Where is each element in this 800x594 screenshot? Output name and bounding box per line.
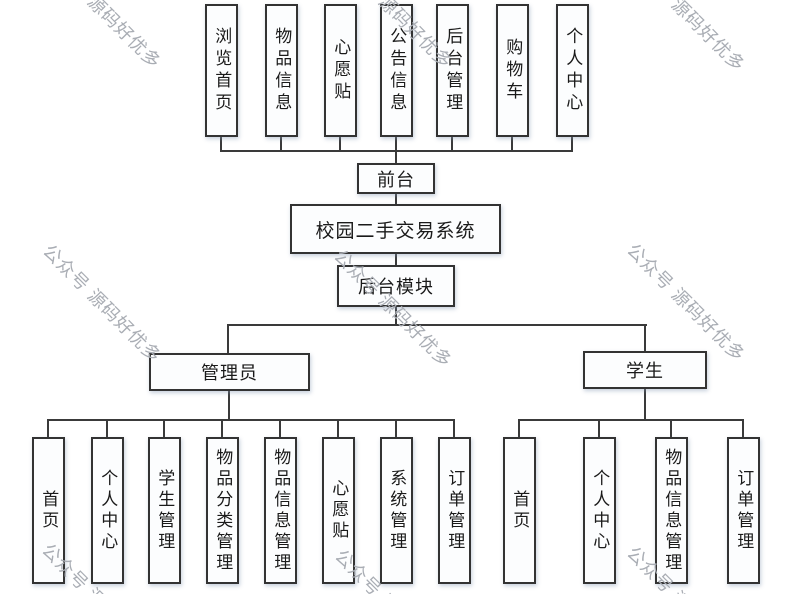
- node-admin: 管理员: [149, 353, 310, 391]
- node-label: 系统管理: [387, 468, 407, 553]
- connector-line: [228, 391, 230, 420]
- node-admin-student-manage: 学生管理: [148, 437, 181, 584]
- node-front-desk: 前台: [357, 163, 435, 194]
- connector-line: [280, 137, 282, 151]
- node-student-personal-center: 个人中心: [583, 437, 616, 584]
- node-label: 心愿贴: [329, 479, 349, 542]
- node-label: 学生: [626, 361, 664, 381]
- connector-line: [220, 137, 222, 151]
- watermark: 公众号 源码好优多: [39, 0, 165, 73]
- connector-line: [106, 419, 108, 438]
- node-label: 个人中心: [98, 468, 118, 553]
- node-backend-manage: 后台管理: [436, 4, 469, 137]
- connector-line: [742, 419, 744, 438]
- connector-line: [511, 137, 513, 151]
- connector-line: [395, 137, 397, 151]
- node-admin-home: 首页: [32, 437, 65, 584]
- connector-line: [395, 150, 397, 163]
- node-label: 管理员: [201, 363, 258, 383]
- watermark: 公众号 源码好优多: [39, 240, 165, 367]
- node-admin-item-category-manage: 物品分类管理: [206, 437, 239, 584]
- node-label: 公告信息: [387, 26, 407, 115]
- node-label: 后台管理: [443, 26, 463, 115]
- watermark: 公众号 源码好优多: [330, 245, 456, 372]
- connector-line: [395, 307, 397, 326]
- connector-line: [451, 137, 453, 151]
- connector-line: [227, 324, 229, 353]
- node-admin-item-info-manage: 物品信息管理: [264, 437, 297, 584]
- node-label: 物品分类管理: [213, 447, 233, 574]
- node-label: 后台模块: [358, 277, 434, 297]
- node-admin-personal-center: 个人中心: [91, 437, 124, 584]
- node-label: 前台: [377, 169, 415, 190]
- node-label: 物品信息管理: [662, 447, 682, 574]
- node-label: 物品信息管理: [271, 447, 291, 574]
- node-admin-order-manage: 订单管理: [438, 437, 471, 584]
- connector-line: [571, 137, 573, 151]
- connector-line: [47, 419, 49, 438]
- node-announcement-info: 公告信息: [380, 4, 413, 137]
- watermark: 公众号 源码好优多: [623, 0, 749, 76]
- connector-line: [518, 419, 520, 438]
- node-label: 首页: [39, 489, 59, 532]
- connector-line: [279, 419, 281, 438]
- node-student: 学生: [583, 351, 707, 389]
- connector-line: [227, 324, 647, 326]
- node-label: 物品信息: [272, 26, 292, 115]
- connector-line: [453, 419, 455, 438]
- node-label: 首页: [510, 489, 530, 532]
- node-label: 校园二手交易系统: [315, 220, 476, 242]
- node-item-info: 物品信息: [265, 4, 298, 137]
- node-label: 浏览首页: [212, 26, 232, 115]
- connector-line: [670, 419, 672, 438]
- node-student-order-manage: 订单管理: [727, 437, 760, 584]
- connector-line: [644, 389, 646, 420]
- node-label: 订单管理: [734, 468, 754, 553]
- node-shopping-cart: 购物车: [496, 4, 529, 137]
- watermark: 公众号 源码好优多: [623, 239, 749, 366]
- node-admin-wish-post: 心愿贴: [322, 437, 355, 584]
- connector-line: [644, 324, 646, 351]
- connector-line: [518, 419, 744, 421]
- connector-line: [163, 419, 165, 438]
- node-backend-module: 后台模块: [337, 265, 455, 307]
- connector-line: [395, 419, 397, 438]
- node-student-home: 首页: [503, 437, 536, 584]
- node-label: 心愿贴: [331, 37, 351, 104]
- connector-line: [337, 419, 339, 438]
- node-student-item-info-manage: 物品信息管理: [655, 437, 688, 584]
- node-browse-home: 浏览首页: [205, 4, 238, 137]
- node-label: 学生管理: [155, 468, 175, 553]
- node-label: 购物车: [503, 37, 523, 104]
- node-label: 个人中心: [563, 26, 583, 115]
- node-personal-center: 个人中心: [556, 4, 589, 137]
- node-root-system: 校园二手交易系统: [290, 204, 501, 254]
- connector-line: [598, 419, 600, 438]
- connector-line: [395, 194, 397, 204]
- node-wish-post: 心愿贴: [324, 4, 357, 137]
- node-label: 个人中心: [590, 468, 610, 553]
- node-label: 订单管理: [445, 468, 465, 553]
- node-admin-system-manage: 系统管理: [380, 437, 413, 584]
- connector-line: [395, 254, 397, 265]
- connector-line: [339, 137, 341, 151]
- connector-line: [221, 419, 223, 438]
- connector-line: [47, 419, 455, 421]
